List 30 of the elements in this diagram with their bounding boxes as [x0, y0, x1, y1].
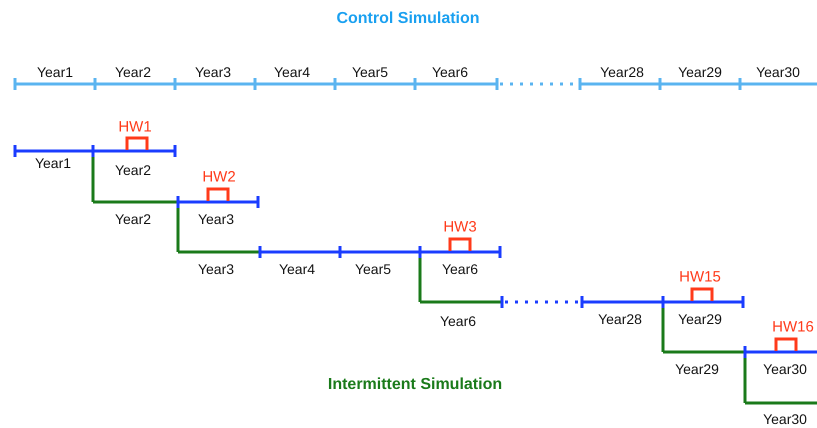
- year-label: Year30: [763, 412, 807, 426]
- year-label: Year2: [114, 163, 152, 177]
- year-label: Year2: [114, 65, 152, 79]
- year-label: Year6: [432, 65, 468, 79]
- year-label: Year5: [352, 65, 388, 79]
- year-label: Year4: [274, 65, 310, 79]
- year-label: Year1: [36, 65, 74, 79]
- year-label: Year6: [442, 262, 478, 276]
- year-label: Year1: [34, 156, 72, 170]
- year-label: Year30: [756, 65, 800, 79]
- year-label: Year2: [114, 212, 152, 226]
- heatwave-label: HW3: [443, 220, 477, 234]
- year-label: Year3: [198, 212, 234, 226]
- year-label: Year5: [354, 262, 392, 276]
- year-label: Year28: [598, 312, 642, 326]
- year-label: Year6: [440, 314, 476, 328]
- year-label: Year29: [678, 312, 722, 326]
- year-label: Year29: [675, 362, 719, 376]
- year-label: Year28: [600, 65, 644, 79]
- section-title: Intermittent Simulation: [328, 377, 502, 393]
- year-label: Year30: [763, 362, 807, 376]
- heatwave-label: HW15: [679, 270, 721, 284]
- section-title: Control Simulation: [336, 11, 480, 27]
- heatwave-label: HW16: [772, 320, 814, 334]
- heatwave-label: HW1: [118, 120, 152, 134]
- heatwave-label: HW2: [202, 170, 236, 184]
- year-label: Year3: [198, 262, 234, 276]
- year-label: Year4: [278, 262, 316, 276]
- year-label: Year3: [194, 65, 232, 79]
- year-label: Year29: [678, 65, 722, 79]
